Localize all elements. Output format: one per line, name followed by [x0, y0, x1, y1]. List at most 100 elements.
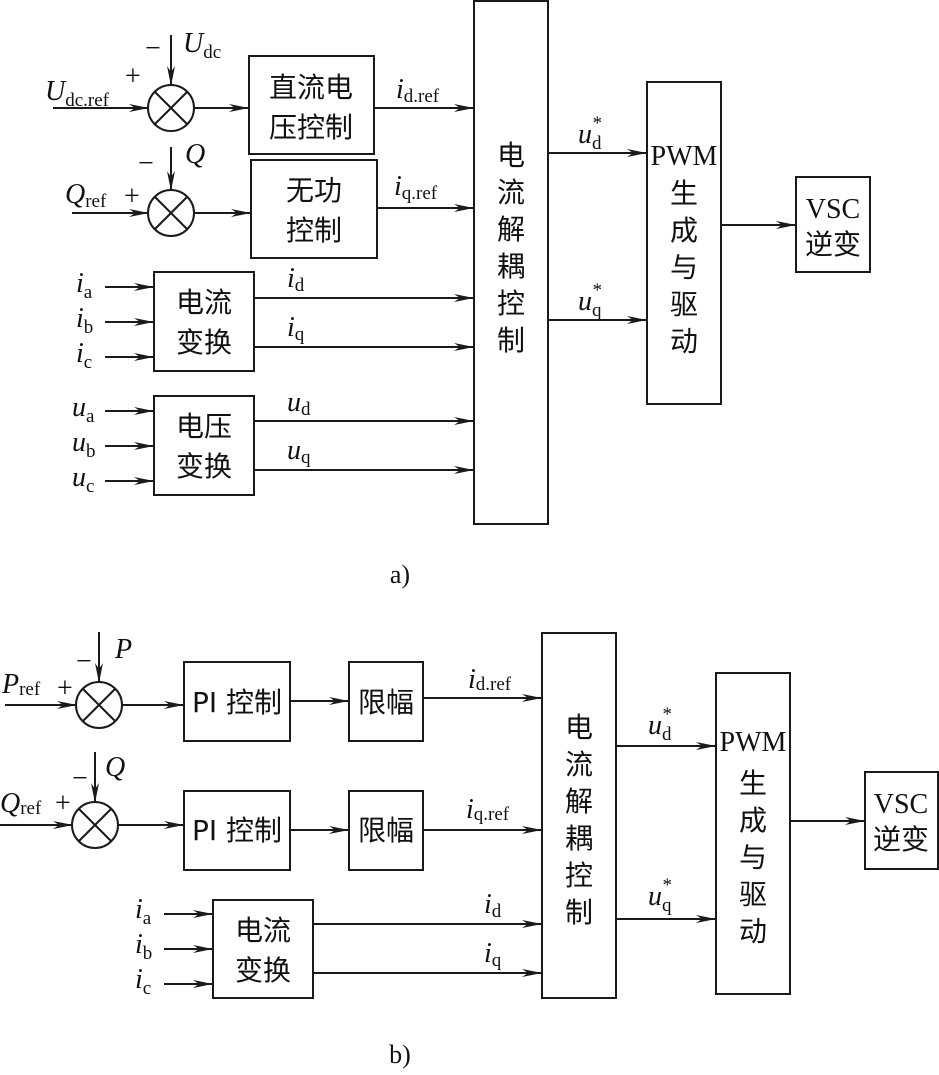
reactive-control-label-1: 无功: [286, 174, 342, 207]
vsc-sub-label-a: 逆变: [805, 228, 861, 261]
q-ref-label-b: Qref: [0, 788, 42, 819]
iq-ref-label-b: iq.ref: [466, 794, 510, 825]
dc-voltage-control-label-1: 直流电: [269, 71, 353, 104]
q-minus-sign-b: −: [72, 763, 88, 794]
decoupling-char-a: 制: [497, 324, 525, 357]
p-feedback-label: P: [114, 634, 132, 665]
decoupling-char-b: 控: [565, 859, 593, 892]
vsc-sub-label-b: 逆变: [873, 823, 929, 856]
current-transform-label-1-b: 电流: [235, 914, 291, 947]
p-plus-sign: +: [57, 673, 73, 704]
id-ref-label-b: id.ref: [468, 664, 512, 695]
vsc-label-a: VSC: [806, 194, 860, 225]
current-inputs-a: ia ib ic: [76, 268, 154, 373]
decoupling-char-a: 耦: [497, 250, 525, 283]
diagram-b: Pref + − P PI 控制 限幅 id.ref Qref + − Q: [0, 632, 939, 1069]
pwm-generation-driver-block-a: PWM 生 成 与 驱 动: [646, 81, 722, 405]
pwm-char-b: 动: [739, 915, 767, 948]
current-transform-block-a: 电流 变换: [153, 271, 255, 372]
q-minus-sign-a: −: [138, 148, 154, 179]
decoupling-char-b: 制: [565, 896, 593, 929]
reactive-control-label-2: 控制: [286, 214, 342, 247]
udc-minus-sign: −: [145, 33, 161, 64]
p-minus-sign: −: [76, 646, 92, 677]
ic-label-a: ic: [76, 338, 92, 373]
udc-plus-sign: +: [125, 61, 141, 92]
ia-label-b: ia: [135, 894, 152, 929]
reactive-power-control-block: 无功 控制: [250, 159, 378, 259]
iq-label-b: iq: [484, 938, 502, 971]
vsc-inverter-block-a: VSC 逆变: [795, 176, 871, 273]
p-summing-junction: [75, 681, 123, 729]
limiter-label-q: 限幅: [358, 814, 414, 847]
dc-voltage-control-block: 直流电 压控制: [248, 55, 375, 155]
pwm-char-a: 动: [670, 325, 698, 358]
ic-label-b: ic: [135, 964, 151, 999]
id-label-a: id: [287, 263, 305, 296]
pwm-char-b: 驱: [739, 878, 767, 911]
q-plus-sign-b: +: [55, 788, 71, 819]
uq-star-label-b: uq*: [648, 875, 672, 916]
voltage-transform-label-1: 电压: [176, 410, 232, 443]
decoupling-char-a: 控: [497, 287, 525, 320]
q-feedback-label-b: Q: [105, 752, 125, 783]
q-summing-junction-a: [147, 189, 195, 237]
decoupling-char-b: 电: [565, 711, 593, 744]
ud-label-a: ud: [287, 387, 311, 420]
ua-label: ua: [72, 392, 95, 427]
current-transform-label-1-a: 电流: [176, 286, 232, 319]
udc-ref-label: Udc.ref: [45, 76, 110, 111]
limiter-block-p: 限幅: [348, 661, 424, 742]
q-plus-sign-a: +: [124, 181, 140, 212]
pwm-title-b: PWM: [720, 727, 787, 758]
ud-star-label-b: ud*: [648, 704, 672, 745]
pwm-char-a: 成: [670, 214, 698, 247]
diagram-a: Udc.ref + − Udc 直流电 压控制 id.ref Qref + − …: [45, 0, 871, 589]
ib-label-b: ib: [135, 929, 152, 964]
pwm-char-a: 驱: [670, 288, 698, 321]
limiter-block-q: 限幅: [348, 790, 424, 871]
decoupling-char-a: 电: [497, 139, 525, 172]
limiter-label-p: 限幅: [358, 686, 414, 719]
caption-a: a): [390, 560, 410, 589]
pwm-char-b: 成: [739, 804, 767, 837]
voltage-transform-block: 电压 变换: [153, 395, 255, 496]
current-inputs-b: ia ib ic: [135, 894, 213, 999]
decoupling-char-b: 流: [565, 748, 593, 781]
pi-control-label-p: PI 控制: [192, 686, 282, 719]
pwm-char-b: 生: [739, 767, 767, 800]
iq-label-a: iq: [287, 312, 305, 345]
pwm-title-a: PWM: [651, 141, 718, 172]
vsc-inverter-block-b: VSC 逆变: [864, 771, 939, 870]
uq-label-a: uq: [287, 435, 311, 468]
q-summing-junction-b: [71, 801, 119, 849]
ib-label-a: ib: [76, 303, 93, 338]
current-decoupling-control-block-a: 电 流 解 耦 控 制: [473, 0, 549, 525]
decoupling-char-a: 流: [497, 176, 525, 209]
pi-control-block-p: PI 控制: [183, 661, 291, 742]
ub-label: ub: [72, 427, 96, 462]
uq-star-label-a: uq*: [578, 280, 602, 321]
caption-b: b): [389, 1040, 411, 1069]
dc-voltage-control-label-2: 压控制: [269, 111, 353, 144]
pwm-char-a: 与: [670, 251, 698, 284]
vsc-label-b: VSC: [874, 789, 928, 820]
decoupling-char-b: 耦: [565, 822, 593, 855]
id-ref-label-a: id.ref: [396, 74, 440, 107]
id-label-b: id: [484, 889, 502, 922]
iq-ref-label-a: iq.ref: [394, 171, 438, 204]
uc-label: uc: [72, 462, 94, 497]
pwm-char-b: 与: [739, 841, 767, 874]
pi-control-label-q: PI 控制: [192, 814, 282, 847]
q-feedback-label-a: Q: [185, 139, 205, 170]
q-ref-label-a: Qref: [65, 179, 107, 212]
voltage-inputs: ua ub uc: [72, 392, 154, 497]
udc-feedback-label: Udc: [183, 28, 221, 63]
voltage-transform-label-2: 变换: [176, 450, 232, 483]
ud-star-label-a: ud*: [578, 113, 602, 154]
current-transform-label-2-b: 变换: [235, 954, 291, 987]
pwm-char-a: 生: [670, 177, 698, 210]
dc-voltage-summing-junction: [147, 84, 195, 132]
current-transform-block-b: 电流 变换: [212, 899, 314, 999]
